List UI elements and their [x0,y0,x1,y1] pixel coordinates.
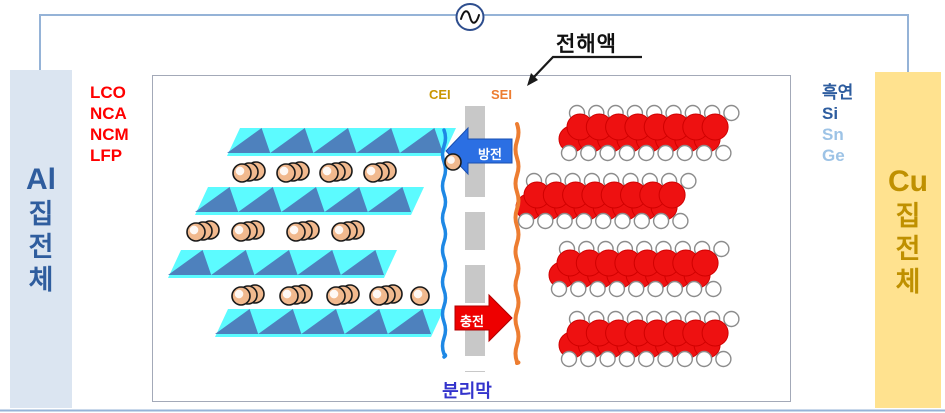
al-collector-text: 집 [28,199,54,229]
al-collector-metal: Al [26,163,56,196]
cu-collector-metal: Cu [888,165,928,198]
cathode-material-item: NCM [90,125,129,144]
anode-material-item: Ge [822,146,845,165]
cu-collector-text: 전 [895,234,921,264]
anode-material-item: Si [822,104,839,123]
cu-current-collector: Cu 집 전 체 [875,72,941,408]
cathode-layered-structure [168,128,456,337]
anode-materials-list: 흑연 Si Sn Ge [822,82,853,166]
sei-layer-line [513,122,521,365]
anode-material-item: 흑연 [822,83,854,102]
al-collector-text: 전 [28,232,54,262]
ac-source-icon [455,3,485,31]
cathode-material-item: NCA [90,104,127,123]
electrolyte-pointer-arrow [527,55,642,86]
cu-collector-text: 집 [895,201,921,231]
cathode-materials-list: LCO NCA NCM LFP [90,82,129,166]
cei-layer-line [440,128,448,359]
separator-label: 분리막 [442,381,492,401]
anode-graphite-structure [515,104,740,368]
anode-material-item: Sn [822,125,844,144]
sei-label: SEI [491,87,512,102]
cathode-material-item: LCO [90,83,126,102]
cathode-material-item: LFP [90,146,123,165]
al-current-collector: Al 집 전 체 [10,70,72,408]
lithium-ion-crossing [444,153,462,171]
charge-arrow-label: 충전 [460,314,484,329]
cei-label: CEI [429,87,451,102]
al-collector-text: 체 [28,265,54,295]
cu-collector-text: 체 [895,267,921,297]
electrolyte-label: 전해액 [556,33,617,56]
charge-discharge-arrows [445,126,513,343]
discharge-arrow-label: 방전 [478,147,502,162]
separator-dashed-bar [465,106,485,372]
